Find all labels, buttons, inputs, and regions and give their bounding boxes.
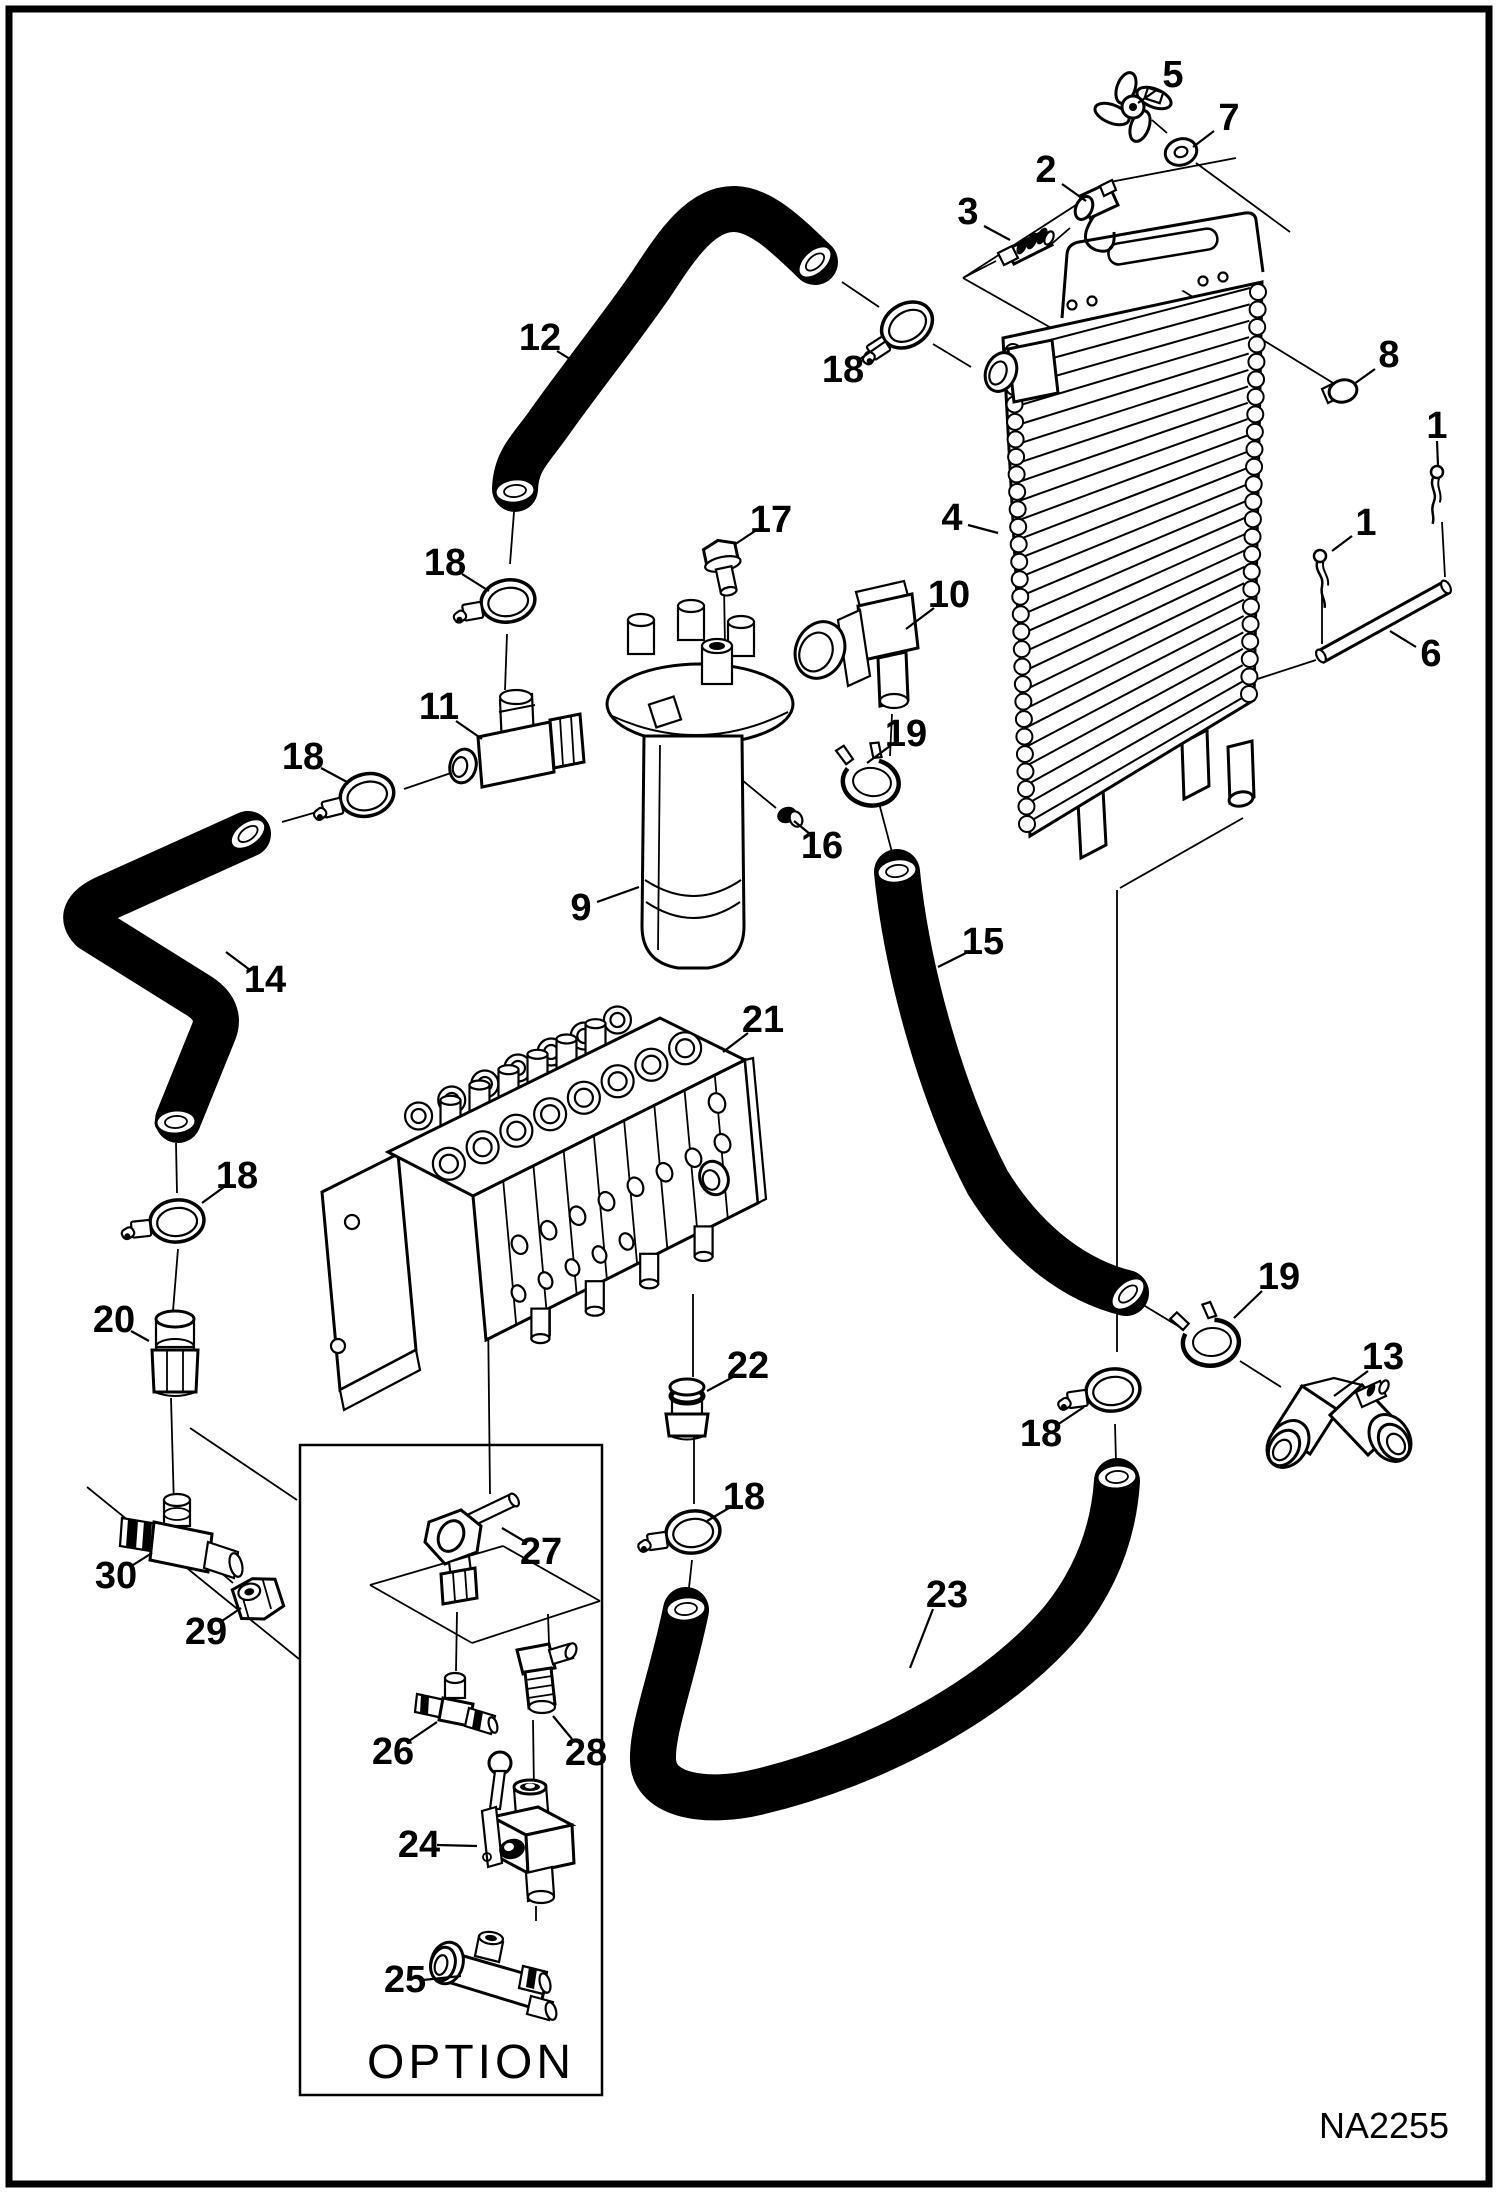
cooler-fins	[1011, 287, 1251, 827]
hose-12	[492, 186, 838, 512]
worm-clamp-18	[1057, 1367, 1142, 1413]
callout-18: 18	[1020, 1413, 1062, 1455]
tee-fitting-11	[448, 688, 586, 789]
spring-clamp-19	[834, 741, 901, 808]
fitting-2	[1073, 178, 1120, 253]
worm-clamp-18	[120, 1198, 206, 1244]
callout-26: 26	[372, 1731, 414, 1773]
washer-7	[1163, 137, 1199, 167]
cooler-elbow-port	[983, 338, 1060, 404]
plug-8	[1320, 378, 1359, 405]
hose-end	[796, 244, 834, 280]
cotter-pin-1	[1312, 548, 1330, 609]
callout-18: 18	[424, 542, 466, 584]
callout-23: 23	[926, 1574, 968, 1616]
adapter-fitting-22	[664, 1377, 710, 1441]
bracket-slot	[1107, 227, 1219, 266]
oil-cooler-4	[983, 211, 1267, 861]
hose-end	[493, 477, 537, 505]
elbow-fitting-10	[793, 579, 920, 710]
hose-end	[1095, 1463, 1139, 1491]
callout-18: 18	[216, 1155, 258, 1197]
cotter-pin-1	[1429, 464, 1445, 525]
worm-clamp-18	[312, 771, 396, 822]
hose-end	[228, 817, 268, 851]
option-box: OPTION	[298, 1443, 604, 2097]
cooler-side-coils	[1004, 283, 1267, 833]
callout-25: 25	[384, 1959, 426, 2001]
callout-18: 18	[822, 349, 864, 391]
worm-clamp-18	[637, 1509, 722, 1555]
fitting-3	[996, 227, 1055, 267]
callout-1: 1	[1355, 502, 1376, 544]
callout-4: 4	[941, 497, 962, 539]
callout-30: 30	[95, 1555, 137, 1597]
callout-11: 11	[419, 686, 459, 728]
cooler-bracket	[1060, 211, 1265, 319]
hose-end	[154, 1108, 198, 1136]
callout-8: 8	[1378, 334, 1399, 376]
callout-6: 6	[1420, 633, 1441, 675]
callout-12: 12	[519, 317, 561, 359]
callout-22: 22	[727, 1345, 769, 1387]
callout-17: 17	[750, 499, 792, 541]
hose-end	[664, 1595, 708, 1623]
hose-clamps	[120, 300, 1242, 1555]
bolt-17	[701, 538, 742, 597]
figure-code: NA2255	[1319, 2105, 1449, 2146]
elbow-test-fitting-27	[423, 1492, 521, 1606]
callout-19: 19	[1258, 1256, 1300, 1298]
callout-18: 18	[282, 736, 324, 778]
option-label: OPTION	[367, 2036, 575, 2089]
callout-15: 15	[962, 921, 1004, 963]
knob-5	[1093, 71, 1173, 143]
callout-18: 18	[723, 1476, 765, 1518]
callout-27: 27	[520, 1531, 562, 1573]
callout-21: 21	[742, 999, 784, 1041]
oil-filter-9	[605, 598, 795, 970]
callout-29: 29	[185, 1611, 227, 1653]
shutoff-valve-24	[480, 1750, 577, 1905]
callout-10: 10	[928, 574, 970, 616]
page-border	[5, 5, 1493, 2188]
nut-29	[230, 1577, 286, 1621]
hose-end	[1109, 1276, 1147, 1312]
tee-fitting-30	[118, 1492, 244, 1580]
adapter-fitting-20	[150, 1309, 200, 1397]
callout-28: 28	[565, 1732, 607, 1774]
spring-clamp-19	[1168, 1300, 1242, 1368]
callout-16: 16	[801, 825, 843, 867]
callouts: 1123456789101112131415161718181818181819…	[93, 54, 1448, 2001]
hoses	[63, 186, 1149, 1821]
callout-2: 2	[1035, 149, 1056, 191]
hose-end	[875, 857, 919, 885]
callout-19: 19	[885, 713, 927, 755]
hose-14	[63, 811, 271, 1143]
tee-barb-fitting-26	[413, 1671, 499, 1736]
callout-5: 5	[1162, 54, 1183, 96]
manifold-25	[429, 1930, 558, 2022]
valve-bank-21	[320, 1005, 768, 1412]
hose-23	[630, 1458, 1140, 1821]
callout-7: 7	[1218, 97, 1239, 139]
callout-13: 13	[1362, 1336, 1404, 1378]
callout-20: 20	[93, 1299, 135, 1341]
callout-14: 14	[244, 959, 286, 1001]
rod-6	[1314, 579, 1453, 665]
hose-open-ends	[154, 244, 1147, 1623]
callout-1: 1	[1426, 405, 1447, 447]
worm-clamp-18	[452, 578, 537, 624]
callout-24: 24	[398, 1824, 440, 1866]
elbow-fitting-28	[515, 1642, 578, 1715]
callout-9: 9	[570, 887, 591, 929]
hose-15	[874, 849, 1149, 1316]
cooler-bottom-port	[1226, 739, 1256, 808]
callout-3: 3	[957, 191, 978, 233]
